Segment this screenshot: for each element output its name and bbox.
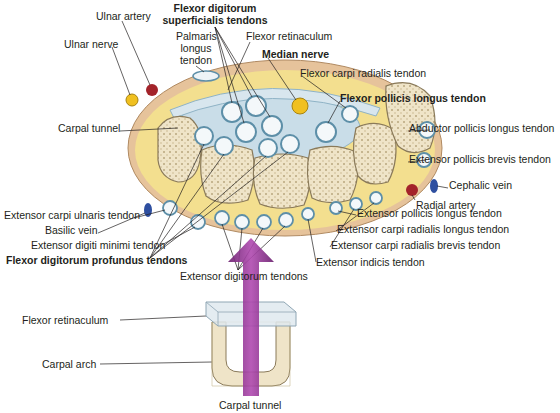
tendon-label: Extensor carpi ulnaris tendon: [4, 209, 140, 221]
structure-label: Carpal tunnel: [58, 122, 120, 134]
nerve-label: Median nerve: [262, 48, 329, 60]
tendon-label: Extensor digitorum tendons: [180, 270, 308, 282]
structure-label: Flexor digitorum superficialis tendons: [158, 2, 272, 26]
tendon-label: Flexor digitorum profundus tendons: [6, 254, 187, 266]
ligament-label: Flexor retinaculum: [246, 30, 332, 42]
tendon-label: Extensor pollicis longus tendon: [357, 207, 502, 219]
schematic-label: Carpal tunnel: [219, 399, 281, 411]
nerve-label: Ulnar nerve: [64, 38, 118, 50]
tendon-label: Flexor carpi radialis tendon: [300, 67, 426, 79]
tendon-label: Flexor pollicis longus tendon: [340, 92, 486, 104]
schematic-label: Flexor retinaculum: [22, 314, 108, 326]
tendon-label: Extensor carpi radialis longus tendon: [337, 223, 509, 235]
tendon-label: Extensor digiti minimi tendon: [31, 239, 165, 251]
tendon-label: Extensor indicis tendon: [316, 256, 425, 268]
schematic-label: Carpal arch: [42, 358, 96, 370]
vessel-label: Basilic vein: [45, 224, 98, 236]
tendon-label: Abductor pollicis longus tendon: [409, 122, 554, 134]
tendon-label: Palmaris longus tendon: [176, 30, 216, 66]
tendon-label: Extensor carpi radialis brevis tendon: [331, 239, 500, 251]
vessel-label: Ulnar artery: [96, 10, 151, 22]
tendon-label: Extensor pollicis brevis tendon: [409, 153, 551, 165]
vessel-label: Cephalic vein: [449, 179, 512, 191]
